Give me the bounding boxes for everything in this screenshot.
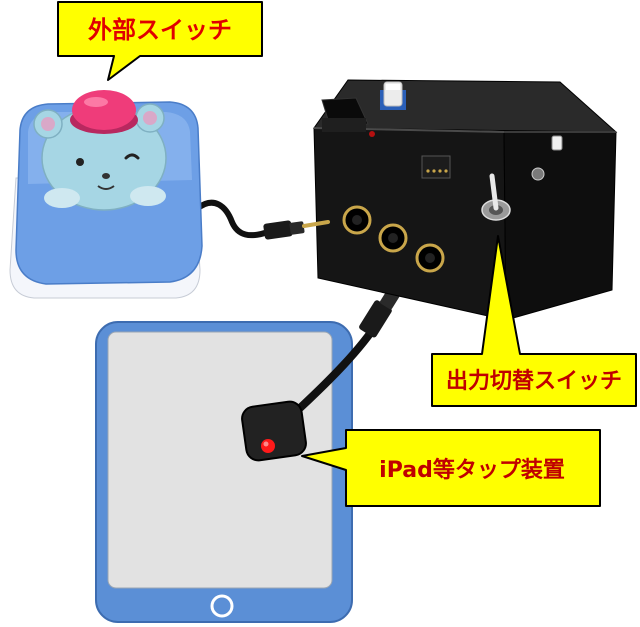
jack-3 (415, 243, 445, 273)
jack-2 (378, 223, 408, 253)
label-output-toggle: 出力切替スイッチ (446, 369, 622, 394)
label-tap-device: iPad等タップ装置 (379, 457, 565, 483)
switch-cable (195, 199, 330, 240)
label-external-switch: 外部スイッチ (88, 16, 232, 44)
tablet-icon (95, 321, 353, 623)
callout-output-toggle: 出力切替スイッチ (431, 235, 637, 407)
tap-pad-icon (241, 400, 307, 462)
push-switch-icon (9, 90, 203, 299)
callout-external-switch: 外部スイッチ (57, 1, 263, 81)
home-button-icon (210, 594, 234, 618)
jack-1 (342, 205, 372, 235)
callout-tap-device: iPad等タップ装置 (301, 429, 601, 507)
control-box-icon (313, 79, 618, 321)
